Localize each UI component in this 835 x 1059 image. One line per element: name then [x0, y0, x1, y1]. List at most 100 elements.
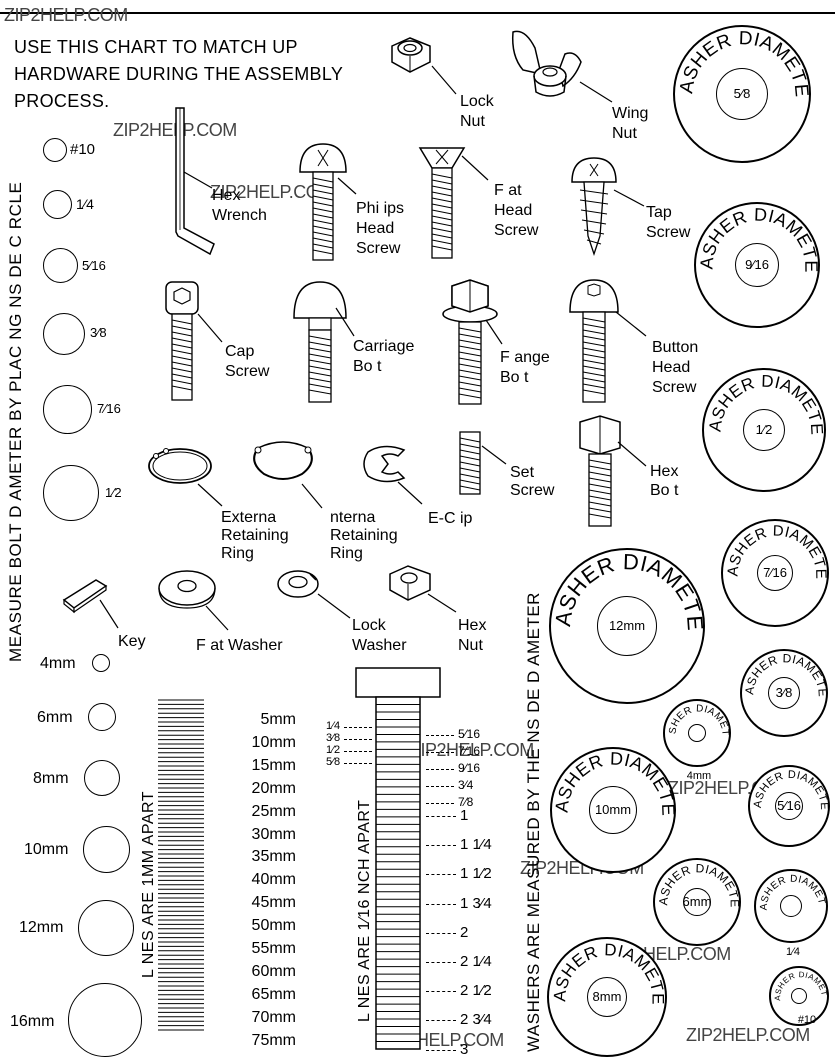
lock-nut-label: Lock Nut — [460, 93, 494, 130]
hex-nut-label: Hex Nut — [458, 617, 487, 654]
bolt-circle-3-8 — [43, 313, 85, 355]
mm-scale-label: 5mm — [260, 711, 296, 728]
bolt-circle-1-4 — [43, 190, 72, 219]
button-head-screw-leader — [615, 311, 647, 337]
bolt-circle-label: 5⁄16 — [82, 258, 106, 273]
mm-scale-label: 35mm — [251, 848, 296, 866]
button-head-screw-label: Button Head Screw — [652, 339, 699, 396]
metric-circle-6mm — [88, 703, 116, 731]
washer-inner-circle — [587, 977, 627, 1017]
metric-circle-12mm — [78, 900, 134, 956]
key-leader — [99, 599, 119, 629]
carriage-bolt-drawing — [293, 281, 347, 403]
washer-size-label: 1⁄4 — [785, 946, 801, 958]
bolt-circle-5-16 — [43, 248, 78, 283]
bolt-circle-1-2 — [43, 465, 99, 521]
tap-screw-leader — [613, 189, 645, 207]
mm-scale-label: 10mm — [251, 733, 296, 751]
mm-scale-label: 60mm — [251, 962, 296, 980]
internal-ring-leader — [301, 483, 323, 509]
washer-size-label: 12mm — [608, 618, 646, 633]
washer-inner-circle — [780, 895, 802, 917]
top-rule — [0, 12, 835, 14]
metric-circle-label: 10mm — [24, 841, 69, 858]
phillips-screw-leader — [337, 177, 357, 195]
washer-gauge: WASHER DIAMETER6mm — [649, 849, 741, 946]
bolt-gauge-head — [355, 667, 441, 698]
lock-washer-drawing — [277, 570, 319, 598]
watermark: ZIP2HELP.COM — [4, 5, 128, 25]
washer-size-label: 5⁄8 — [733, 86, 751, 101]
flange-bolt-drawing — [442, 279, 498, 405]
flat-head-screw-drawing — [418, 147, 466, 259]
washer-size-label: 9⁄16 — [745, 257, 769, 272]
metric-circle-label: 16mm — [10, 1013, 55, 1030]
hex-wrench-drawing — [175, 107, 215, 256]
inch-scale-label: 2 1⁄4 — [460, 953, 492, 970]
phillips-screw-label: Phi ips Head Screw — [356, 200, 405, 257]
tap-screw-drawing — [571, 157, 617, 257]
mm-scale-label: 30mm — [251, 825, 296, 843]
inch-ruler-body — [375, 696, 421, 1050]
washer-size-label: 6mm — [682, 894, 712, 909]
inch-leader-tick — [426, 769, 454, 770]
inch-scale-label: 1 1⁄4 — [460, 836, 492, 854]
inch-small-label: 3⁄4 — [458, 778, 474, 792]
metric-circle-10mm — [83, 826, 130, 873]
bolt-circle-label: 1⁄4 — [76, 196, 94, 212]
washer-size-label: 4mm — [686, 770, 712, 782]
washer-inner-circle — [757, 555, 793, 591]
inch-small-label: 1⁄2 — [326, 744, 341, 756]
inch-small-label: 9⁄16 — [458, 761, 481, 775]
watermark: ZIP2HELP.COM — [410, 740, 534, 760]
mm-scale-label: 45mm — [251, 894, 296, 912]
washer-size-label: 8mm — [592, 989, 622, 1004]
cap-screw-label: Cap Screw — [225, 343, 270, 380]
lock-nut-leader — [431, 65, 457, 95]
mm-scale-label: 40mm — [251, 871, 296, 889]
hex-nut-drawing — [389, 565, 431, 601]
key-label: Key — [118, 633, 146, 650]
washer-inner-circle — [735, 243, 779, 287]
mm-scale-label: 20mm — [251, 779, 296, 797]
mm-scale-label: 55mm — [251, 940, 296, 957]
e-clip-label: E-C ip — [428, 510, 473, 527]
inch-scale-label: 1 3⁄4 — [460, 894, 492, 912]
lock-washer-leader — [317, 593, 351, 619]
washer-inner-circle — [791, 988, 807, 1004]
inch-leader-tick — [344, 727, 372, 728]
inch-leader-tick — [426, 1020, 456, 1022]
inch-scale-label: 2 3⁄4 — [460, 1011, 492, 1029]
watermark: ZIP2HELP.COM — [210, 182, 334, 202]
bolt-circle-label: #10 — [70, 141, 96, 158]
inch-leader-tick — [426, 735, 454, 736]
cap-screw-leader — [197, 313, 223, 343]
external-ring-label: Externa Retaining Ring — [221, 509, 289, 562]
inch-leader-tick — [426, 803, 454, 804]
carriage-bolt-leader — [335, 307, 355, 337]
inch-leader-tick — [426, 932, 456, 934]
bolt-measure-instruction: MEASURE BOLT D AMETER BY PLAC NG NS DE C… — [6, 181, 25, 662]
washer-inner-circle — [716, 68, 768, 120]
flat-head-screw-leader — [461, 155, 489, 181]
cap-screw-drawing — [165, 281, 199, 401]
hex-wrench-leader — [183, 171, 213, 189]
key-drawing — [62, 579, 108, 614]
flange-bolt-leader — [485, 319, 503, 345]
washer-inner-circle — [589, 786, 637, 834]
inch-ruler — [375, 696, 421, 1050]
flange-bolt-label: F ange Bo t — [500, 349, 550, 386]
watermark: ZIP2HELP.COM — [113, 120, 237, 140]
inch-leader-tick — [344, 763, 372, 764]
inch-small-label: 5⁄16 — [458, 727, 481, 741]
mm-ruler — [158, 699, 204, 1031]
inch-small-label: 1⁄4 — [326, 720, 341, 732]
external-ring-leader — [197, 483, 223, 507]
washer-gauge: WASHER DIAMETER#10 — [767, 961, 829, 1026]
washer-inner-circle — [768, 677, 800, 709]
inch-leader-tick — [426, 786, 454, 787]
